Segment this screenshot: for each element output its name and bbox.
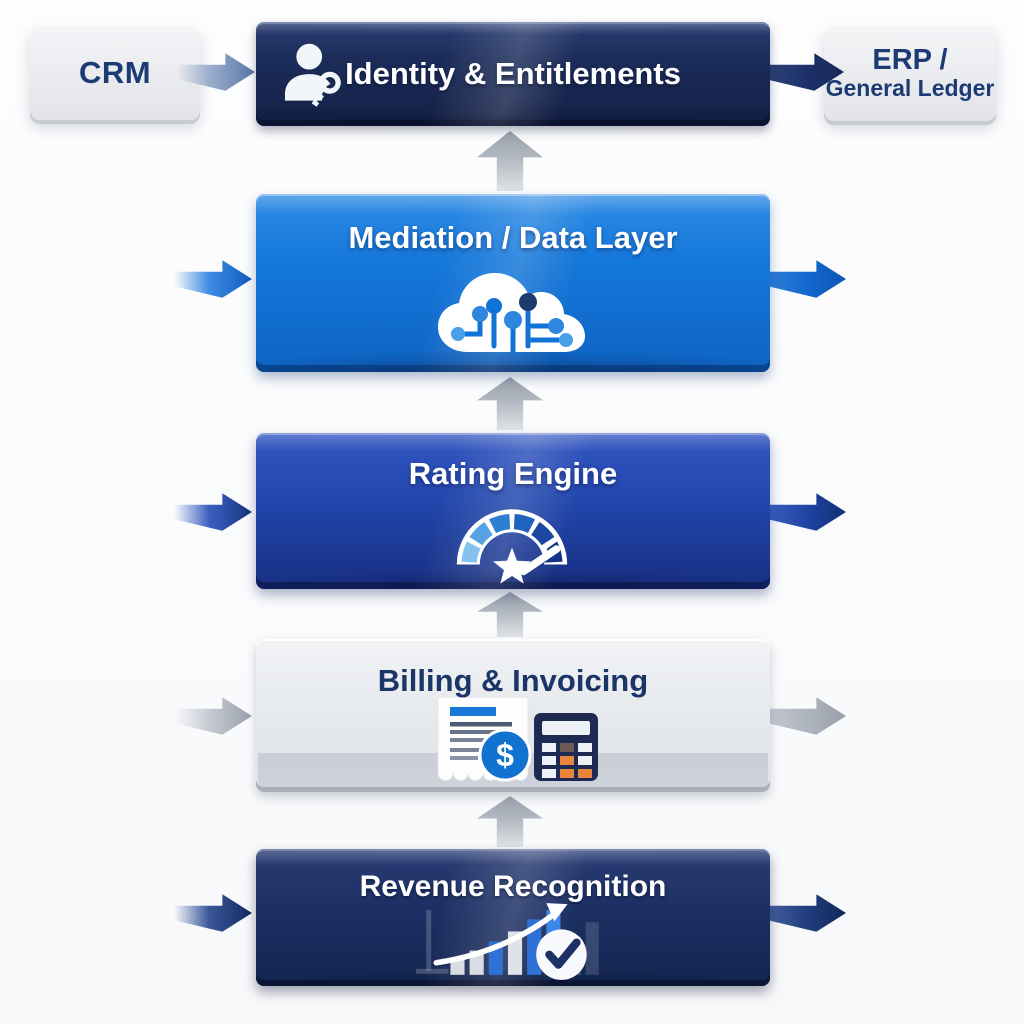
node-revenue: Revenue Recognition [256, 849, 770, 986]
arrow-up-rating-to-mediation [477, 377, 543, 430]
node-erp: ERP / General Ledger [824, 25, 996, 121]
gauge-star-icon [456, 509, 568, 584]
arrow-in-billing [174, 697, 252, 735]
arrow-in-rating [174, 493, 252, 531]
invoice-calculator-icon: $ [437, 696, 598, 782]
mediation-label: Mediation / Data Layer [348, 220, 678, 255]
arrow-out-revenue [768, 894, 846, 932]
rating-label: Rating Engine [408, 456, 618, 491]
arrow-up-billing-to-rating [477, 592, 543, 637]
revenue-label: Revenue Recognition [359, 870, 667, 903]
node-identity: Identity & Entitlements [256, 22, 770, 126]
arrow-in-revenue [174, 894, 252, 932]
growth-check-icon [416, 903, 599, 980]
erp-label-line1: ERP / [872, 43, 948, 76]
arrow-out-billing [768, 697, 846, 735]
erp-label-line2: General Ledger [825, 75, 995, 102]
node-crm: CRM [30, 25, 200, 120]
arrow-up-revenue-to-billing [477, 796, 543, 847]
arrow-up-mediation-to-identity [477, 131, 543, 191]
user-key-icon [284, 43, 341, 107]
node-rating: Rating Engine [256, 433, 770, 589]
crm-label: CRM [78, 54, 152, 90]
identity-label: Identity & Entitlements [345, 56, 681, 91]
billing-label: Billing & Invoicing [377, 663, 649, 698]
arrow-out-rating [768, 493, 846, 531]
node-mediation: Mediation / Data Layer [256, 194, 770, 372]
svg-text:$: $ [496, 737, 514, 773]
arrow-out-mediation [768, 260, 846, 298]
node-billing: Billing & Invoicing $ [256, 639, 770, 792]
arrow-in-mediation [174, 260, 252, 298]
cloud-circuit-icon [438, 273, 585, 355]
